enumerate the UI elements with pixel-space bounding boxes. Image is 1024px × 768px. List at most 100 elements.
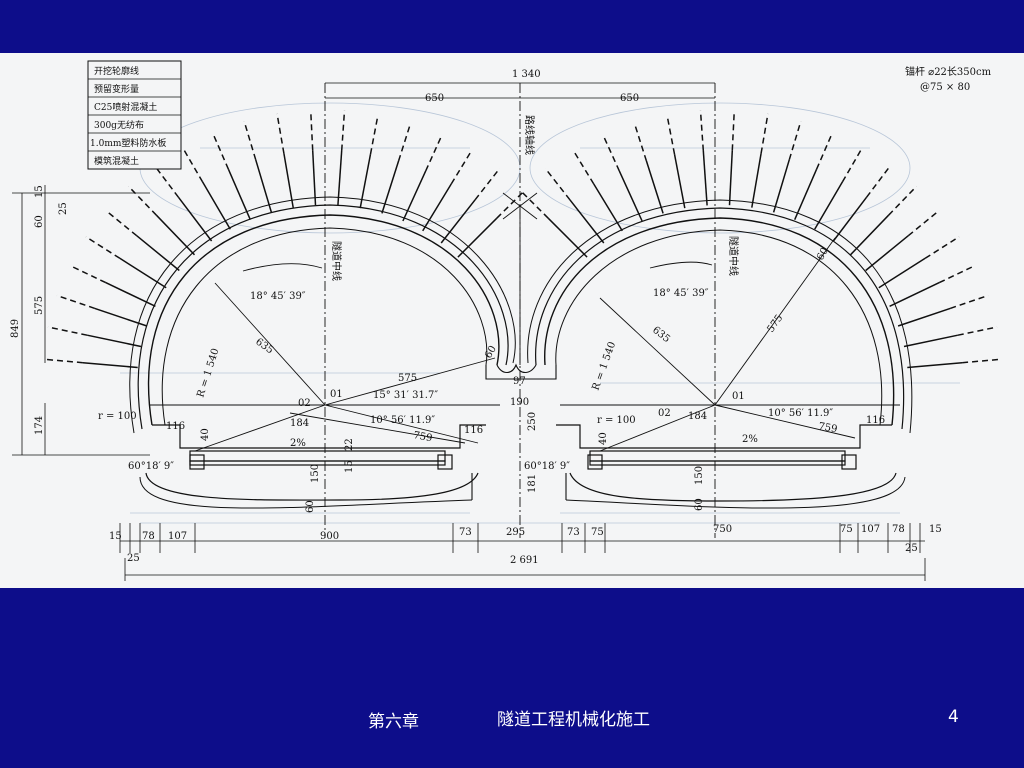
bottom-dim-78b: 78 xyxy=(892,524,905,535)
right-tunnel-lining xyxy=(527,199,913,509)
right-d116: 116 xyxy=(866,415,885,426)
left-bolt-solid xyxy=(254,159,273,213)
left-tunnel-lining xyxy=(129,196,516,509)
road-slabs xyxy=(152,424,892,470)
bottom-dim-73b: 73 xyxy=(567,527,580,538)
dim-top-left-half: 650 xyxy=(425,93,444,104)
left-bolt-dashed xyxy=(181,146,204,183)
left-bolt-solid xyxy=(283,153,294,208)
right-bolt-solid xyxy=(903,334,958,348)
bottom-dim-750: 750 xyxy=(713,524,732,535)
right-bolt-dashed xyxy=(962,358,1002,364)
left-d116a: 116 xyxy=(166,421,185,432)
footer-page-number: 4 xyxy=(948,707,959,727)
footer-chapter: 第六章 xyxy=(368,712,419,732)
right-bolt-dashed xyxy=(544,167,571,201)
left-bolt-dashed xyxy=(153,164,179,198)
left-bolt-dashed xyxy=(105,209,138,237)
material-legend: 开挖轮廓线 预留变形量 C25喷射混凝土 300g无纺布 1.0mm塑料防水板 … xyxy=(87,60,182,170)
right-bolt-solid xyxy=(897,307,951,327)
right-bolt-solid xyxy=(907,361,963,369)
left-construction-lines xyxy=(150,263,500,452)
bottom-dim-900: 900 xyxy=(320,531,339,542)
mid-d190: 190 xyxy=(510,397,529,408)
left-center-01: 01 xyxy=(330,389,343,400)
right-bolt-solid xyxy=(547,217,588,258)
left-bolt-solid xyxy=(227,168,251,220)
right-bolt-solid xyxy=(751,153,762,208)
legend-item-shotcrete: C25喷射混凝土 xyxy=(94,101,157,113)
left-slope: 2% xyxy=(290,438,306,449)
right-angle-low: 10° 56′ 11.9″ xyxy=(768,408,833,419)
left-dim-575: 575 xyxy=(34,296,45,315)
mid-d97: 97 xyxy=(513,376,526,387)
left-bolt-dashed xyxy=(340,110,346,151)
left-bolt-solid xyxy=(155,214,196,256)
right-bolt-solid xyxy=(618,170,643,222)
legend-item-waterproof: 1.0mm塑料防水板 xyxy=(90,137,166,149)
bottom-dim-78a: 78 xyxy=(142,531,155,542)
bottom-dim-107b: 107 xyxy=(861,524,880,535)
road-axis-label: 路线轴线 xyxy=(523,115,536,155)
bottom-dim-75b: 75 xyxy=(840,524,853,535)
right-bolt-solid xyxy=(645,160,664,214)
left-bolt-solid xyxy=(337,150,343,206)
left-bolt-dashed xyxy=(47,326,88,336)
left-center-02: 02 xyxy=(298,398,311,409)
middle-pillar xyxy=(471,363,567,500)
left-bolt-solid xyxy=(311,150,317,206)
right-bolt-solid xyxy=(814,181,844,230)
left-bolt-solid xyxy=(87,334,142,348)
right-bolt-dashed xyxy=(699,110,705,151)
left-bolt-solid xyxy=(105,281,156,307)
dim-top-total: 1 340 xyxy=(512,69,541,80)
left-bolt-solid xyxy=(402,170,427,222)
left-bolt-dashed xyxy=(450,149,473,185)
legend-item-excavation: 开挖轮廓线 xyxy=(94,65,139,77)
right-bolt-solid xyxy=(865,235,909,272)
right-slope: 2% xyxy=(742,434,758,445)
bottom-dim-107a: 107 xyxy=(168,531,187,542)
left-d22: 22 xyxy=(344,438,355,451)
left-bolt-dashed xyxy=(496,189,526,219)
right-bolt-dashed xyxy=(841,146,864,183)
legend-item-deformation: 预留变形量 xyxy=(94,83,139,95)
rock-bolts-right xyxy=(519,110,1002,369)
left-d184: 184 xyxy=(290,418,309,429)
right-bolt-dashed xyxy=(519,189,549,219)
right-d40: 40 xyxy=(598,432,609,445)
bottom-dim-75a: 75 xyxy=(591,527,604,538)
left-foot-angle: 60°18′ 9″ xyxy=(128,461,174,472)
legend-item-concrete: 模筑混凝土 xyxy=(94,155,139,167)
right-r635: 635 xyxy=(650,325,672,345)
left-angle-top: 18° 45′ 39″ xyxy=(250,291,306,302)
right-bolt-dashed xyxy=(949,294,989,310)
left-d150: 150 xyxy=(310,464,321,483)
left-bolt-dashed xyxy=(43,358,83,364)
right-d60: 60 xyxy=(815,246,831,263)
right-bolt-solid xyxy=(794,168,818,220)
left-d60: 60 xyxy=(305,500,316,513)
left-dim-849: 849 xyxy=(10,319,21,338)
right-d150: 150 xyxy=(694,466,705,485)
left-dim-25: 25 xyxy=(58,202,69,215)
right-r575: 575 xyxy=(765,313,785,335)
right-radius-large: R = 1 540 xyxy=(590,340,618,392)
mid-d181: 181 xyxy=(527,474,538,493)
right-bolt-solid xyxy=(569,199,605,244)
right-bolt-solid xyxy=(728,150,734,206)
left-bolt-solid xyxy=(457,217,498,258)
right-bolt-dashed xyxy=(788,121,802,160)
left-bolt-dashed xyxy=(474,167,501,201)
right-bolt-solid xyxy=(832,196,868,242)
left-d60b: 60 xyxy=(483,344,499,361)
tunnel-cross-section-drawing: 开挖轮廓线 预留变形量 C25喷射混凝土 300g无纺布 1.0mm塑料防水板 … xyxy=(0,53,1024,588)
right-bolt-dashed xyxy=(731,110,736,151)
dimension-lines xyxy=(12,82,926,581)
left-bolt-dashed xyxy=(397,122,412,162)
right-small-r: r = 100 xyxy=(597,415,636,426)
left-bolt-dashed xyxy=(276,113,285,154)
footer-title: 隧道工程机械化施工 xyxy=(497,710,650,730)
left-bolt-dashed xyxy=(56,294,96,310)
right-bolt-solid xyxy=(889,281,940,307)
